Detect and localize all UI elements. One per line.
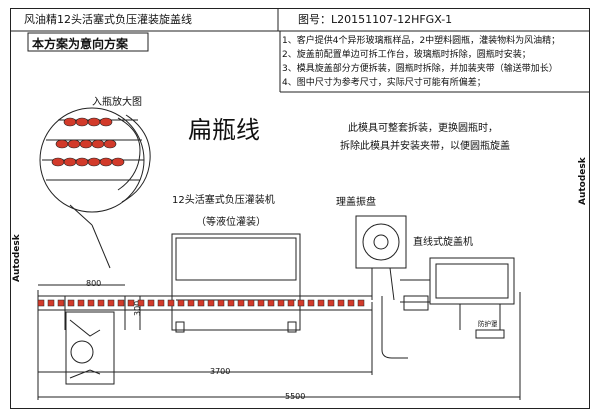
note-1: 1、客户提供4个异形玻璃瓶样品，2中塑料圆瓶，灌装物料为风油精； [282,36,561,46]
filler-sub: （等液位灌装） [196,217,266,228]
flat-bottle-line-label: 扁瓶线 [188,116,260,144]
note-2: 2、旋盖前配置单边可拆工作台，玻璃瓶时拆除，圆瓶时安装； [282,50,531,60]
filler-body [171,233,301,331]
drawing-frame [10,8,590,409]
drawing-number: 图号：L20151107-12HFGX-1 [298,13,453,26]
capper-label: 直线式旋盖机 [413,237,473,248]
guard-label: 防护罩 [478,320,498,328]
mold-note-line-2: 拆除此模具并安装夹带，以便圆瓶旋盖 [340,141,510,152]
note-4: 4、图中尺寸为参考尺寸，实际尺寸可能有所偏差； [282,78,486,88]
inlet-zoom-label: 入瓶放大图 [92,97,142,108]
scheme-box [27,32,149,52]
drawing-title: 风油精12头活塞式负压灌装旋盖线 [24,13,192,26]
cap-feeder-box [355,215,407,269]
operator-station [65,311,115,385]
dim-800: 800 [86,279,102,288]
scheme-note: 本方案为意向方案 [32,37,129,51]
cap-feeder-bowl [362,223,400,261]
filler-name: 12头活塞式负压灌装机 [172,195,275,206]
mold-note-line-1: 此模具可整套拆装，更换圆瓶时， [348,123,498,134]
capper-body [429,257,515,305]
note-3: 3、模具旋盖部分方便拆装，圆瓶时拆除，并加装夹带（输送带加长） [282,64,558,74]
operator-head [70,340,94,364]
cap-feeder-label: 理盖振盘 [336,197,376,208]
